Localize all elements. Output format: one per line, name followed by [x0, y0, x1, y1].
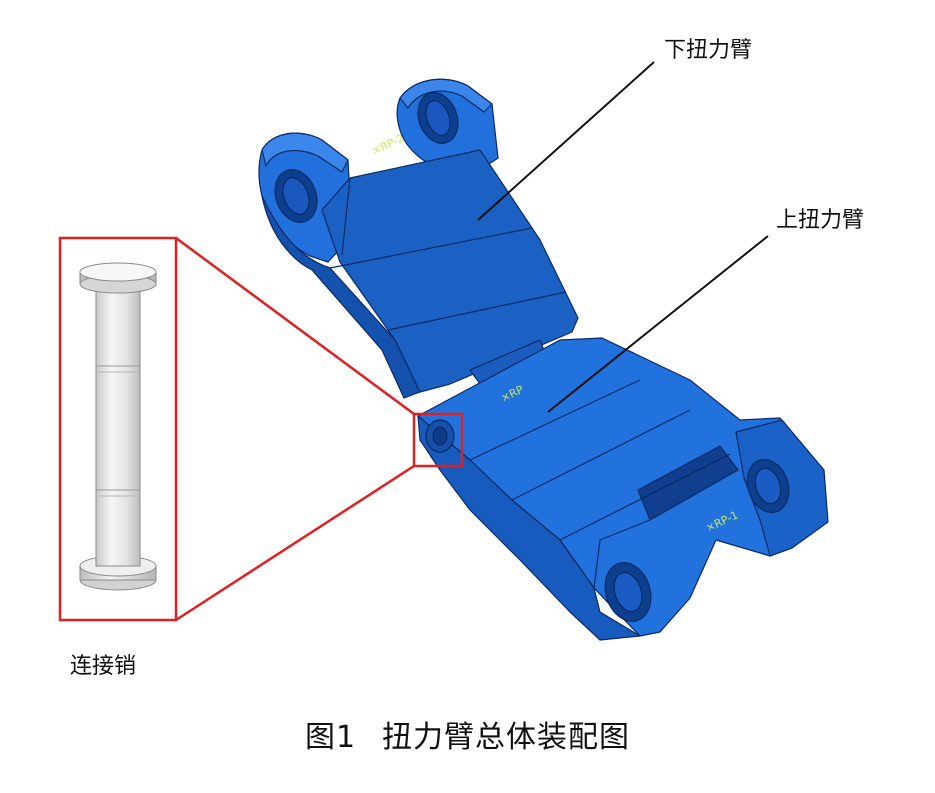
- leader-line-lower-arm: [477, 61, 655, 221]
- callout-box-small: [412, 412, 464, 468]
- pin-callout: [58, 236, 464, 622]
- connecting-pin: [79, 262, 157, 591]
- upper-torque-arm: [417, 337, 829, 641]
- upper-arm-label: 上扭力臂: [776, 208, 865, 233]
- figure-number: 图1: [304, 720, 357, 755]
- figure-title: 扭力臂总体装配图: [382, 720, 631, 755]
- pin-label: 连接销: [70, 654, 137, 679]
- lower-torque-arm: [258, 78, 579, 413]
- lower-arm-label: 下扭力臂: [664, 38, 753, 63]
- callout-box-large: [58, 236, 178, 622]
- figure-caption: 图1 扭力臂总体装配图: [0, 712, 935, 756]
- svg-text:×RP-2: ×RP-2: [370, 131, 407, 157]
- leader-line-upper-arm: [547, 235, 769, 413]
